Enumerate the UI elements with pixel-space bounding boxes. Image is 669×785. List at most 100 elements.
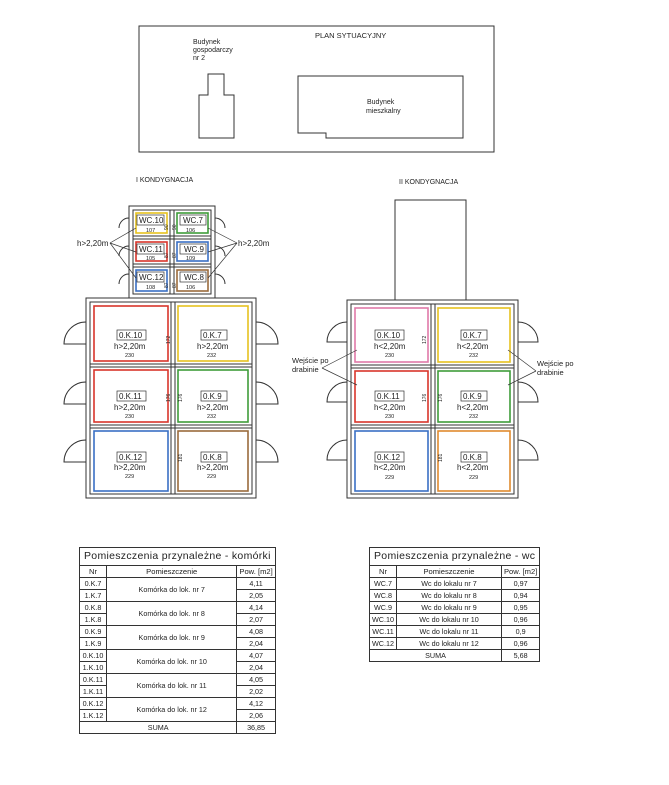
room-name: 0.K.7 [203,331,222,340]
floor2-entrance-labels: Wejście po drabinie Wejście po drabinie [292,356,574,377]
room-height: h<2,20m [457,463,489,472]
room-name: 0.K.10 [377,331,401,340]
floor1-plan [63,205,279,499]
room-width: 229 [469,475,478,481]
room-height: h>2,20m [197,463,229,472]
height-leader-lines [109,227,238,279]
floor1-room-labels: 0.K.10 h>2,20m 230 172 0.K.7 h>2,20m 232… [114,329,229,480]
table-wc: Pomieszczenia przynależne - wc Nr Pomies… [368,547,541,662]
room-width: 232 [207,414,216,420]
door-arc [63,439,87,463]
room-height: h<2,20m [457,342,489,351]
floor1-height-left: h>2,20m [77,239,109,248]
outbuilding-shape [198,73,235,139]
residential-building-shape [297,75,464,139]
wc-depth: 87 [172,282,178,288]
room-name: 0.K.12 [377,453,401,462]
entrance-right-2: drabinie [537,368,564,377]
room-name: 0.K.7 [463,331,482,340]
floor2-title: II KONDYGNACJA [399,179,458,186]
door-arc [214,217,226,229]
room-name: 0.K.9 [463,392,482,401]
col-header: Pow. [m2] [500,565,541,578]
sum-label: SUMA [78,721,238,734]
room-depth: 176 [178,393,184,402]
door-arc [517,321,539,343]
col-header: Pomieszczenie [105,565,238,578]
entrance-leader-lines [321,349,537,386]
room-depth: 172 [422,335,428,344]
wc-area: 106 [186,228,195,234]
room-width: 230 [125,414,134,420]
sum-value: 36,85 [236,721,276,734]
wc-depth: 87 [164,282,170,288]
outbuilding-label-2: gospodarczy [193,47,233,54]
residential-label-2: mieszkalny [366,108,401,115]
wc-name: WC.9 [184,245,205,254]
floor1-height-right: h>2,20m [238,239,270,248]
room-depth: 176 [438,393,444,402]
floor1-outline [85,297,257,499]
room-width: 232 [469,353,478,359]
door-arc [63,321,87,345]
room-width: 229 [207,474,216,480]
room-height: h<2,20m [374,342,406,351]
col-header: Pomieszczenie [396,565,502,578]
wc-name: WC.11 [139,245,163,254]
room-height: h>2,20m [114,342,146,351]
floor2-room-labels: 0.K.10 h<2,20m 230 172 0.K.7 h<2,20m 232… [374,329,489,481]
room-height: h<2,20m [374,463,406,472]
room-name: 0.K.9 [203,392,222,401]
site-plan [138,25,495,153]
wc-depth: 90 [172,224,178,230]
room-width: 230 [385,414,394,420]
table-wc-title: Pomieszczenia przynależne - wc [368,547,541,566]
table-komorki: Pomieszczenia przynależne - komórki Nr P… [78,547,276,734]
room-width: 232 [469,414,478,420]
room-height: h<2,20m [457,403,489,412]
floor2-plan [326,199,539,499]
room-width: 232 [207,353,216,359]
room-depth: 181 [438,453,444,462]
room-width: 230 [125,353,134,359]
wc-area: 105 [146,256,155,262]
site-boundary [138,25,495,153]
room-name: 0.K.8 [463,453,482,462]
room-depth: 172 [166,335,172,344]
wc-depth: 87 [164,252,170,258]
wc-area: 107 [146,228,155,234]
room-depth: 181 [178,453,184,462]
wc-area: 106 [186,285,195,291]
wc-area: 109 [186,256,195,262]
door-arc [326,439,348,461]
room-name: 0.K.11 [119,392,142,401]
door-arc [255,321,279,345]
col-header: Nr [369,565,397,578]
door-arc [255,439,279,463]
floor1-room-outlines [93,212,249,492]
room-height: h>2,20m [197,342,229,351]
door-arc [118,217,130,229]
wc-depth: 90 [164,224,170,230]
wc-labels: WC.10 107 90 WC.7 106 90 WC.11 105 87 WC… [136,214,207,291]
room-name: 0.K.8 [203,453,222,462]
room-height: h>2,20m [114,403,146,412]
sum-label: SUMA [369,649,502,662]
room-width: 230 [385,353,394,359]
outbuilding-label-3: nr 2 [193,55,205,62]
door-arc [326,321,348,343]
entrance-left-2: drabinie [292,365,319,374]
room-height: h>2,20m [114,463,146,472]
